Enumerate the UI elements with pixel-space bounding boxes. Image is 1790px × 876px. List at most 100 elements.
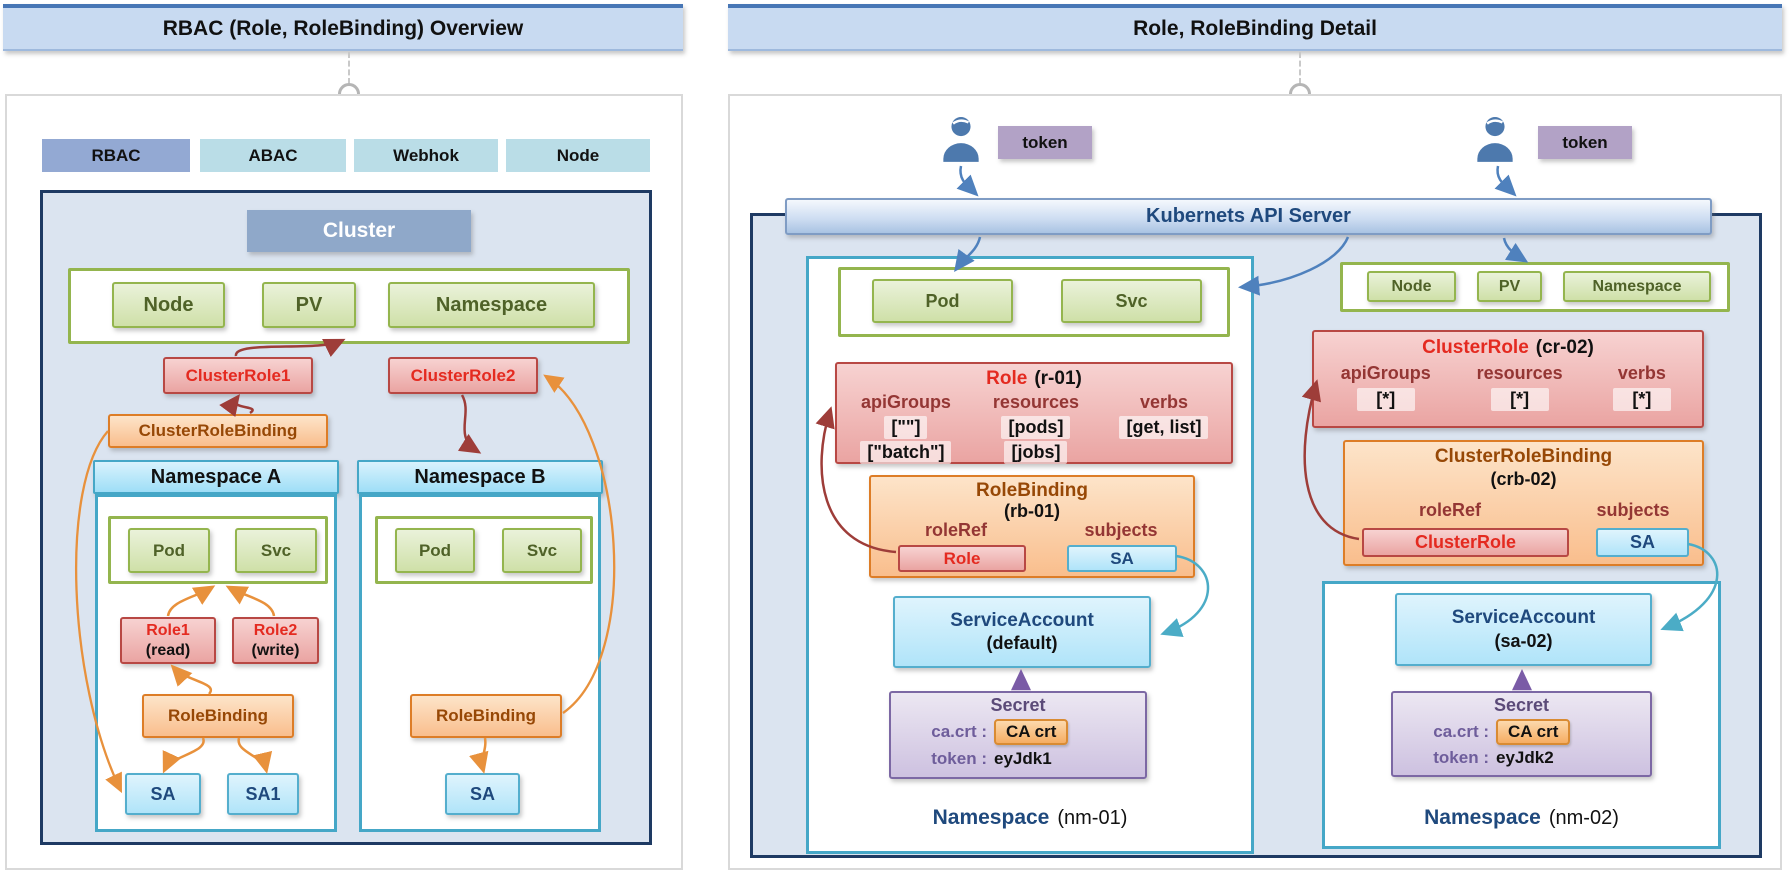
serviceaccount-sa02-id: (sa-02) <box>1494 630 1553 651</box>
nm01-svc-label: Svc <box>1115 290 1148 311</box>
clusterrole1-label: ClusterRole1 <box>185 365 291 385</box>
right-connector-line <box>1299 52 1301 84</box>
namespace-a-svc-label: Svc <box>260 540 292 560</box>
tab-node-label: Node <box>556 145 600 165</box>
clusterrole-cr02-name: ClusterRole <box>1422 337 1529 358</box>
resource-node-label: Node <box>143 293 194 316</box>
api-server-bar: Kubernets API Server <box>785 198 1712 235</box>
namespace-a-pod-label: Pod <box>152 540 186 560</box>
secret-nm01-token-value: eyJdk1 <box>994 749 1052 768</box>
sa-a-box: SA <box>125 773 201 815</box>
role-r01-name: Role <box>986 368 1028 389</box>
clusterrole-cr02-resources-val: [*] <box>1490 388 1549 411</box>
secret-nm02-token-label: token : <box>1433 748 1489 767</box>
secret-nm01-title: Secret <box>990 695 1046 715</box>
secret-nm02-box: Secret ca.crt : CA crt token : eyJdk2 <box>1391 691 1652 777</box>
cluster-scope-pv-label: PV <box>1498 277 1521 295</box>
clusterrole-cr02-col-resources: resources <box>1476 363 1563 383</box>
left-panel-title-text: RBAC (Role, RoleBinding) Overview <box>162 16 524 40</box>
role-r01-col-resources: resources <box>992 392 1079 412</box>
sa-b-label: SA <box>469 783 495 804</box>
sa1-a-label: SA1 <box>245 783 281 804</box>
sa-b-box: SA <box>445 773 520 815</box>
user1-icon <box>936 112 986 166</box>
left-connector-line <box>348 52 350 84</box>
role2-label: Role2 <box>253 621 298 639</box>
crb02-id: (crb-02) <box>1490 469 1557 489</box>
role2-sub-label: (write) <box>251 641 300 659</box>
cluster-scope-node-label: Node <box>1391 277 1432 295</box>
rolebinding-rb01-role-chip: Role <box>898 545 1026 572</box>
role1-box: Role1 (read) <box>120 617 216 664</box>
serviceaccount-sa02-name: ServiceAccount <box>1451 607 1596 629</box>
tab-node: Node <box>506 139 650 172</box>
clusterrolebinding-crb02-box: ClusterRoleBinding (crb-02) roleRef subj… <box>1343 440 1704 566</box>
cluster-scope-node: Node <box>1367 271 1456 302</box>
clusterrolebinding-box: ClusterRoleBinding <box>108 414 328 448</box>
right-panel-title: Role, RoleBinding Detail <box>728 4 1782 51</box>
role1-label: Role1 <box>146 621 190 639</box>
serviceaccount-default-name: ServiceAccount <box>950 609 1094 631</box>
clusterrole-cr02-col-verbs: verbs <box>1617 363 1666 383</box>
role-r01-box: Role (r-01) apiGroups resources verbs ["… <box>835 362 1233 464</box>
tab-abac: ABAC <box>200 139 346 172</box>
role-r01-resources-val2: [jobs] <box>1004 441 1068 464</box>
cluster-header-label: Cluster <box>322 219 396 242</box>
namespace-nm01-id: (nm-01) <box>1057 806 1128 829</box>
tab-webhok: Webhok <box>354 139 498 172</box>
crb02-clusterrole-chip: ClusterRole <box>1362 528 1569 557</box>
namespace-b-title: Namespace B <box>414 465 546 488</box>
tab-webhok-label: Webhok <box>393 145 459 165</box>
token2-box: token <box>1538 126 1632 159</box>
resource-namespace: Namespace <box>388 282 595 328</box>
role-r01-id: (r-01) <box>1034 368 1082 389</box>
rolebinding-b-label: RoleBinding <box>435 706 537 725</box>
secret-nm01-ca-chip: CA crt <box>994 719 1069 745</box>
rolebinding-rb01-roleref-label: roleRef <box>924 520 987 540</box>
cluster-scope-pv: PV <box>1477 271 1542 302</box>
cluster-scope-namespace: Namespace <box>1563 271 1711 302</box>
api-server-label: Kubernets API Server <box>1146 205 1351 227</box>
tab-rbac-label: RBAC <box>91 145 141 165</box>
resource-node: Node <box>112 282 225 328</box>
rolebinding-rb01-sa-chip: SA <box>1067 545 1177 572</box>
serviceaccount-sa02-box: ServiceAccount (sa-02) <box>1395 593 1652 666</box>
resource-pv: PV <box>262 282 356 328</box>
tab-rbac: RBAC <box>42 139 190 172</box>
role2-box: Role2 (write) <box>232 617 319 664</box>
rolebinding-a-label: RoleBinding <box>167 706 269 725</box>
cluster-scope-namespace-label: Namespace <box>1592 277 1682 295</box>
namespace-a-header: Namespace A <box>93 460 339 494</box>
role-r01-verbs-val1: [get, list] <box>1119 416 1209 439</box>
crb02-roleref-label: roleRef <box>1418 500 1481 520</box>
role-r01-resources-val1: [pods] <box>1001 416 1071 439</box>
namespace-a-svc: Svc <box>235 528 317 573</box>
left-panel-title: RBAC (Role, RoleBinding) Overview <box>3 4 683 51</box>
namespace-nm01-word: Namespace <box>932 806 1050 829</box>
namespace-nm02-id: (nm-02) <box>1548 806 1619 829</box>
nm01-svc: Svc <box>1061 279 1202 323</box>
namespace-b-header: Namespace B <box>357 460 603 494</box>
right-panel-title-text: Role, RoleBinding Detail <box>1133 16 1377 40</box>
crb02-name: ClusterRoleBinding <box>1434 446 1613 467</box>
role1-sub-label: (read) <box>145 641 191 659</box>
clusterrole2-label: ClusterRole2 <box>410 365 516 385</box>
nm01-pod: Pod <box>872 279 1013 323</box>
clusterrole-cr02-box: ClusterRole (cr-02) apiGroups resources … <box>1312 330 1704 428</box>
secret-nm02-token-value: eyJdk2 <box>1496 748 1554 767</box>
namespace-b-svc-label: Svc <box>526 540 558 560</box>
serviceaccount-default-id: (default) <box>986 633 1058 654</box>
token2-label: token <box>1562 132 1608 152</box>
secret-nm01-token-label: token : <box>931 749 987 768</box>
clusterrole-cr02-id: (cr-02) <box>1535 337 1594 358</box>
crb02-sa-chip: SA <box>1596 528 1689 557</box>
secret-nm01-ca-label: ca.crt : <box>931 722 987 741</box>
nm01-resources-wrapper <box>838 267 1230 337</box>
nm01-pod-label: Pod <box>925 290 960 311</box>
clusterrole2-box: ClusterRole2 <box>388 357 538 394</box>
role-r01-col-apigroups: apiGroups <box>860 392 951 412</box>
clusterrole-cr02-apigroups-val: [*] <box>1356 388 1415 411</box>
namespace-nm01-label: Namespace (nm-01) <box>806 802 1254 834</box>
rolebinding-b-box: RoleBinding <box>410 694 562 738</box>
